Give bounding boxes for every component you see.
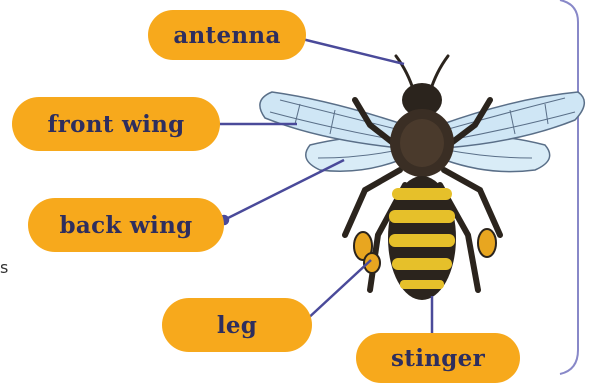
label-stinger: stinger [356,333,520,383]
label-antenna: antenna [148,10,306,60]
leader-lines [202,34,432,340]
cropped-edge-text: s [0,258,8,277]
label-back-wing: back wing [28,198,224,252]
bee-abdomen [388,176,456,300]
pollen-right [478,229,496,257]
label-leg: leg [162,298,312,352]
frame-border [560,0,578,374]
thorax-fuzz [400,119,444,167]
label-front-wing: front wing [12,97,220,151]
